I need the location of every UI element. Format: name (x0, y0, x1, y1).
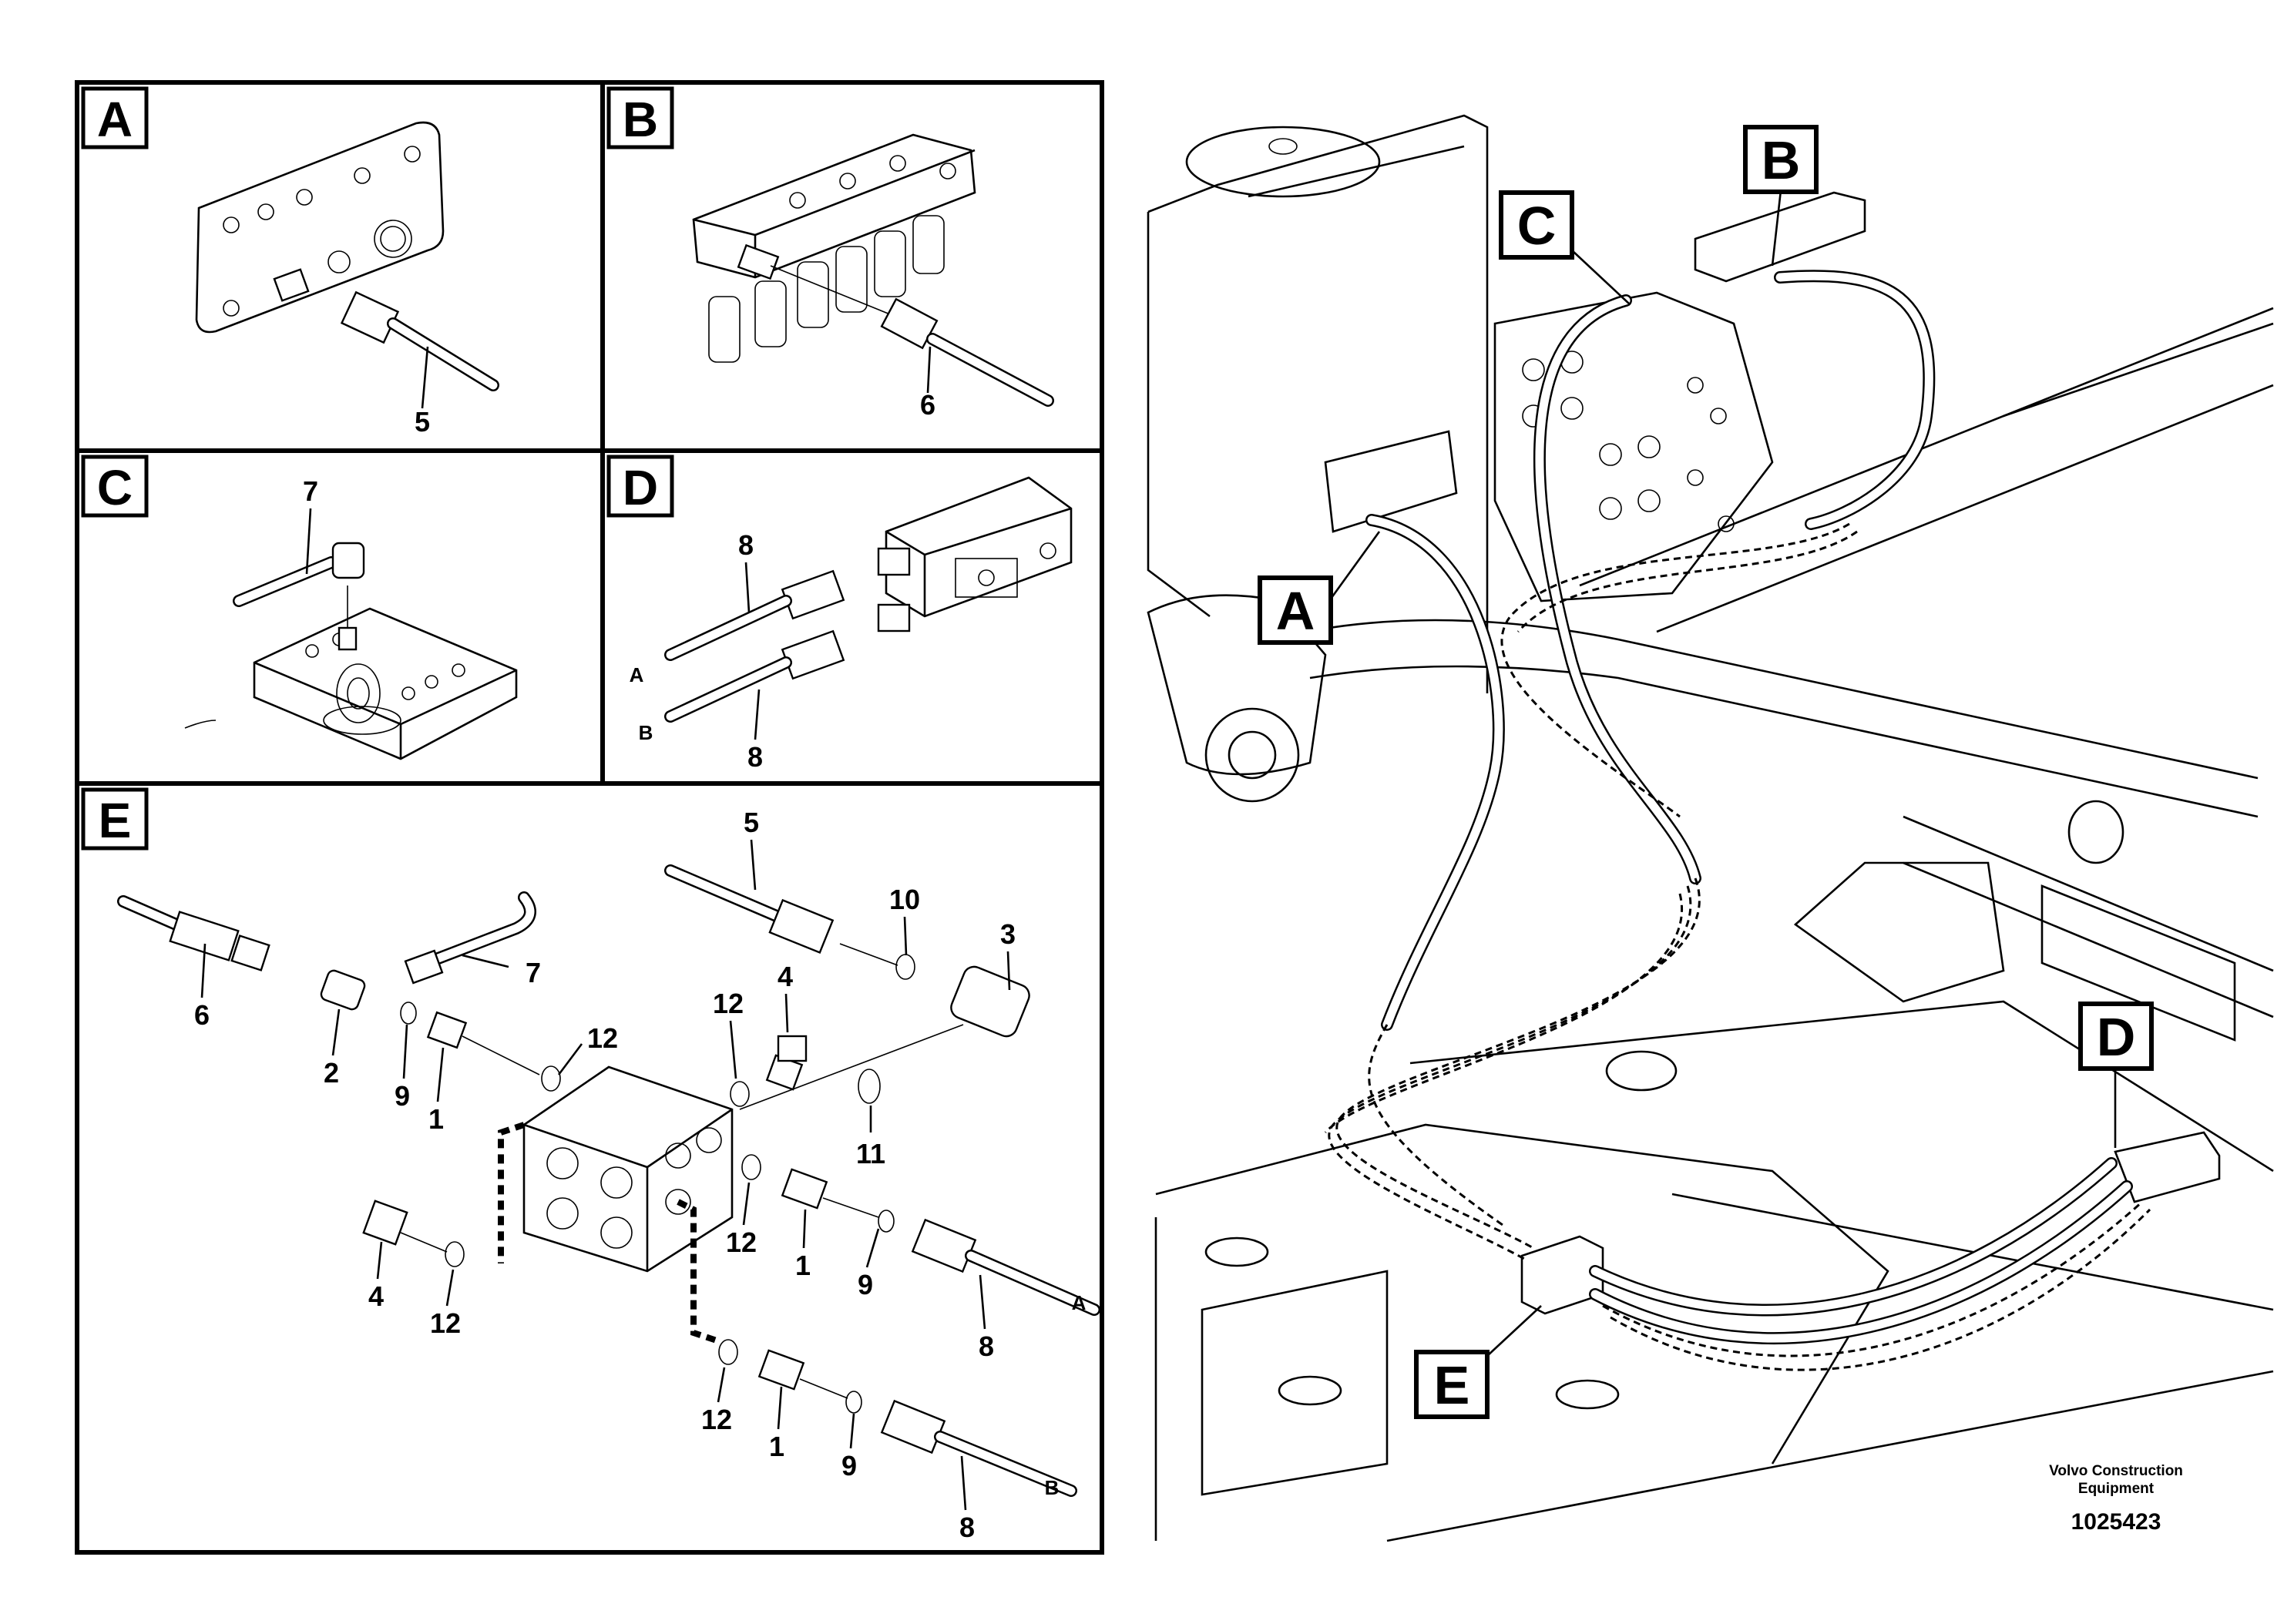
panel-e-label-9-bottom: 9 (841, 1450, 857, 1481)
panel-d-side-a: A (630, 663, 644, 686)
panel-e-letter: E (99, 793, 132, 848)
panel-c-label-7: 7 (303, 475, 318, 507)
panel-e-label-12-right: 12 (726, 1226, 757, 1258)
panel-e-label-1-bottom: 1 (769, 1431, 784, 1462)
overview-illustration (1147, 114, 2274, 1542)
panel-e-label-12-top: 12 (713, 988, 744, 1019)
panel-e-label-4-top: 4 (778, 961, 793, 992)
panel-e-label-4-left: 4 (368, 1280, 384, 1312)
panel-b-letter-box: B (606, 86, 674, 149)
panel-e-label-10: 10 (889, 884, 920, 915)
panel-e-label-3: 3 (1000, 918, 1016, 950)
overview-callout-d: D (2078, 1002, 2154, 1148)
panel-e-label-6: 6 (194, 999, 210, 1031)
overview-callout-c: C (1499, 190, 1631, 305)
panel-d-label-8-bottom: 8 (747, 741, 763, 773)
overview-callout-e-letter: E (1434, 1355, 1470, 1415)
document-number: 1025423 (2071, 1509, 2161, 1535)
panel-e-label-12-bottom: 12 (701, 1404, 732, 1435)
overview-callout-d-letter: D (2097, 1007, 2136, 1067)
panel-b-label-6: 6 (920, 389, 935, 421)
panel-d-letter: D (623, 460, 658, 515)
panel-c-drawing (184, 542, 518, 760)
panel-e-label-9-left: 9 (395, 1080, 410, 1112)
overview-callout-a-letter: A (1276, 581, 1315, 641)
panel-a-drawing (195, 121, 499, 391)
panel-e-label-5: 5 (744, 807, 759, 838)
overview-callout-b: B (1743, 125, 1819, 267)
panel-e-letter-box: E (81, 787, 149, 851)
panel-d-drawing (664, 476, 1073, 723)
panel-e-label-8-upper: 8 (979, 1330, 994, 1362)
credit-line-1: Volvo Construction (2049, 1463, 2183, 1479)
panel-c-letter-box: C (81, 455, 149, 518)
overview-callout-a: A (1258, 531, 1381, 645)
panel-b-letter: B (623, 92, 658, 147)
panel-frames (75, 80, 1104, 1555)
panel-e-side-b: B (1045, 1476, 1060, 1499)
panel-e-labels: 5 10 3 6 7 2 9 1 12 12 4 11 12 1 9 4 12 … (194, 807, 1087, 1543)
panel-e-label-9-right: 9 (858, 1269, 873, 1300)
panel-e-label-12-mid: 12 (587, 1022, 618, 1054)
overview-callout-e: E (1414, 1305, 1542, 1419)
panel-c-letter: C (97, 460, 133, 515)
credit-line-2: Equipment (2078, 1481, 2155, 1497)
overview-callout-b-letter: B (1762, 130, 1801, 190)
panel-d-side-b: B (639, 721, 653, 744)
panel-d-letter-box: D (606, 455, 674, 518)
panel-e-label-8-lower: 8 (959, 1512, 975, 1543)
overview-callout-c-letter: C (1517, 196, 1557, 256)
panel-e-label-12-left: 12 (430, 1307, 461, 1339)
panel-b-drawing (692, 133, 1054, 407)
panel-e-side-a: A (1072, 1291, 1087, 1314)
panel-e-drawing (117, 864, 1100, 1497)
panel-e-label-1-right: 1 (795, 1250, 811, 1281)
panel-d-label-8-top: 8 (738, 529, 754, 561)
panel-e-label-1-left: 1 (428, 1103, 444, 1135)
panel-a-label-5: 5 (415, 406, 430, 438)
panel-e-label-2: 2 (324, 1057, 339, 1089)
panel-a-letter-box: A (81, 86, 149, 149)
panel-a-letter: A (97, 92, 133, 147)
panel-e-label-7: 7 (526, 957, 541, 988)
panel-e-label-11: 11 (856, 1138, 885, 1169)
